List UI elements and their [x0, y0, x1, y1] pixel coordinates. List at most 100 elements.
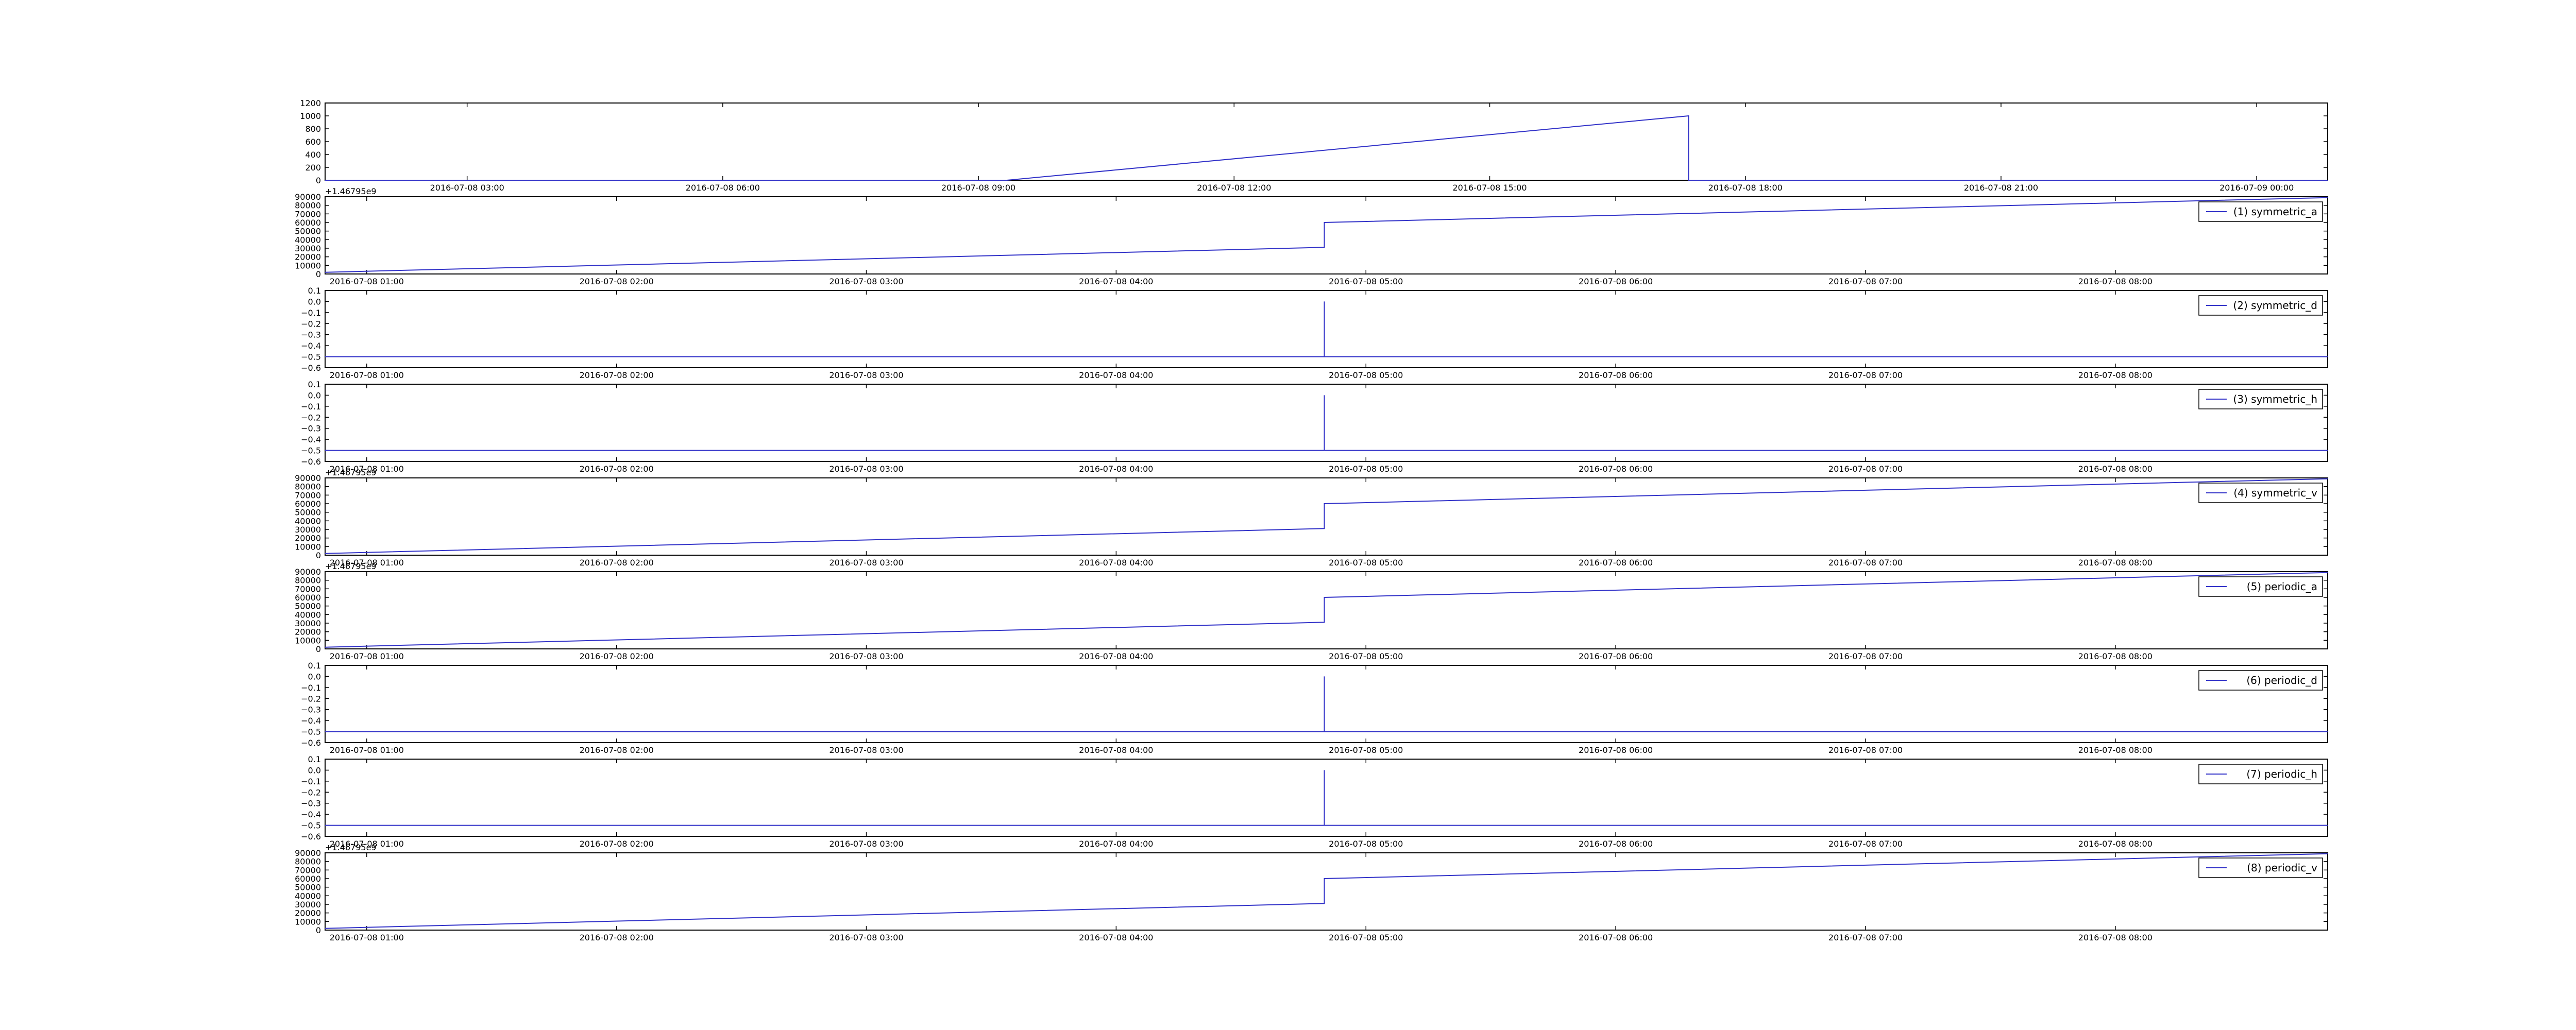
x-tick-label: 2016-07-08 07:00 [1828, 651, 1903, 661]
subplot-4: 0100002000030000400005000060000700008000… [295, 468, 2328, 568]
axes-frame [325, 477, 2328, 556]
x-tick-label: 2016-07-08 06:00 [1579, 933, 1653, 942]
x-tick-label: 2016-07-08 03:00 [430, 183, 504, 193]
y-tick-label: 10000 [295, 542, 321, 552]
y-tick-label: 20000 [295, 534, 321, 543]
y-tick-label: 30000 [295, 900, 321, 909]
y-tick-label: −0.6 [301, 738, 321, 748]
subplot-6: −0.6−0.5−0.4−0.3−0.2−0.10.00.12016-07-08… [301, 661, 2328, 755]
y-tick-label: 30000 [295, 244, 321, 253]
y-tick-label: 50000 [295, 508, 321, 518]
y-tick-label: 60000 [295, 593, 321, 603]
y-tick-label: 80000 [295, 857, 321, 867]
y-tick-label: −0.4 [301, 341, 321, 351]
x-tick-label: 2016-07-08 02:00 [580, 464, 654, 474]
series-line [325, 197, 2328, 273]
y-tick-label: 400 [305, 150, 321, 160]
y-tick-label: 40000 [295, 891, 321, 901]
x-tick-label: 2016-07-08 06:00 [1579, 558, 1653, 568]
y-tick-label: 0 [316, 269, 321, 279]
y-tick-label: −0.4 [301, 810, 321, 819]
x-tick-label: 2016-07-08 08:00 [2078, 464, 2153, 474]
y-tick-label: 70000 [295, 865, 321, 875]
y-tick-label: 60000 [295, 874, 321, 884]
x-tick-label: 2016-07-08 06:00 [1579, 370, 1653, 380]
y-tick-label: 20000 [295, 627, 321, 637]
legend: (2) symmetric_d [2198, 295, 2323, 316]
y-tick-label: 0 [316, 551, 321, 560]
y-tick-label: −0.3 [301, 424, 321, 434]
legend-label: (3) symmetric_h [2233, 393, 2317, 405]
y-tick-label: 0 [316, 925, 321, 935]
axes-frame [325, 196, 2328, 274]
y-tick-label: 0.0 [308, 765, 321, 775]
y-tick-label: −0.1 [301, 683, 321, 693]
y-tick-label: 20000 [295, 252, 321, 262]
x-tick-label: 2016-07-08 05:00 [1329, 558, 1403, 568]
subplot-3: −0.6−0.5−0.4−0.3−0.2−0.10.00.12016-07-08… [301, 380, 2328, 474]
y-tick-label: −0.4 [301, 716, 321, 726]
axes-frame [325, 852, 2328, 931]
legend: (4) symmetric_v [2198, 483, 2323, 503]
legend: (7) periodic_h [2198, 764, 2323, 784]
y-tick-label: 0.1 [308, 661, 321, 671]
x-tick-label: 2016-07-08 07:00 [1828, 370, 1903, 380]
y-tick-label: −0.5 [301, 821, 321, 831]
x-tick-label: 2016-07-08 03:00 [829, 370, 903, 380]
x-tick-label: 2016-07-08 04:00 [1079, 651, 1153, 661]
y-tick-label: −0.3 [301, 705, 321, 715]
x-tick-label: 2016-07-08 05:00 [1329, 277, 1403, 286]
x-tick-label: 2016-07-08 07:00 [1828, 745, 1903, 755]
y-tick-label: −0.5 [301, 352, 321, 362]
x-tick-label: 2016-07-08 04:00 [1079, 745, 1153, 755]
y-tick-label: 0.1 [308, 754, 321, 764]
x-tick-label: 2016-07-08 06:00 [1579, 651, 1653, 661]
y-tick-label: −0.5 [301, 446, 321, 456]
x-tick-label: 2016-07-08 02:00 [580, 933, 654, 942]
series-line [325, 853, 2328, 929]
y-tick-label: −0.6 [301, 457, 321, 467]
x-tick-label: 2016-07-08 15:00 [1452, 183, 1527, 193]
x-tick-label: 2016-07-08 07:00 [1828, 839, 1903, 849]
x-tick-label: 2016-07-08 04:00 [1079, 839, 1153, 849]
y-offset-label: +1.46795e9 [325, 561, 377, 571]
x-tick-label: 2016-07-08 03:00 [829, 933, 903, 942]
x-tick-label: 2016-07-08 06:00 [1579, 277, 1653, 286]
legend-label: (7) periodic_h [2246, 768, 2317, 780]
x-tick-label: 2016-07-08 09:00 [941, 183, 1015, 193]
legend-label: (5) periodic_a [2247, 580, 2317, 593]
series-line [325, 770, 2328, 826]
series-line [325, 301, 2328, 357]
legend-label: (4) symmetric_v [2233, 487, 2317, 499]
legend-label: (6) periodic_d [2246, 674, 2317, 686]
series-line [325, 115, 2328, 181]
axes-frame [325, 759, 2328, 837]
y-tick-label: 40000 [295, 516, 321, 526]
x-tick-label: 2016-07-09 00:00 [2219, 183, 2294, 193]
y-tick-label: 70000 [295, 209, 321, 219]
y-offset-label: +1.46795e9 [325, 843, 377, 852]
y-tick-label: 0.1 [308, 380, 321, 389]
x-tick-label: 2016-07-08 07:00 [1828, 933, 1903, 942]
x-tick-label: 2016-07-08 04:00 [1079, 277, 1153, 286]
x-tick-label: 2016-07-08 01:00 [330, 558, 404, 568]
y-tick-label: 10000 [295, 261, 321, 270]
y-tick-label: 200 [305, 163, 321, 173]
subplot-8: 0100002000030000400005000060000700008000… [295, 843, 2328, 942]
x-tick-label: 2016-07-08 21:00 [1964, 183, 2038, 193]
x-tick-label: 2016-07-08 08:00 [2078, 933, 2153, 942]
y-tick-label: 10000 [295, 636, 321, 645]
x-tick-label: 2016-07-08 04:00 [1079, 933, 1153, 942]
x-tick-label: 2016-07-08 05:00 [1329, 464, 1403, 474]
axes-frame [325, 102, 2328, 181]
legend: (6) periodic_d [2198, 670, 2323, 691]
y-tick-label: 1200 [300, 98, 321, 108]
x-tick-label: 2016-07-08 02:00 [580, 745, 654, 755]
x-tick-label: 2016-07-08 03:00 [829, 651, 903, 661]
y-tick-label: 90000 [295, 473, 321, 483]
y-tick-label: 90000 [295, 567, 321, 577]
y-tick-label: 0 [316, 176, 321, 185]
x-tick-label: 2016-07-08 01:00 [330, 839, 404, 849]
y-tick-label: 40000 [295, 610, 321, 620]
